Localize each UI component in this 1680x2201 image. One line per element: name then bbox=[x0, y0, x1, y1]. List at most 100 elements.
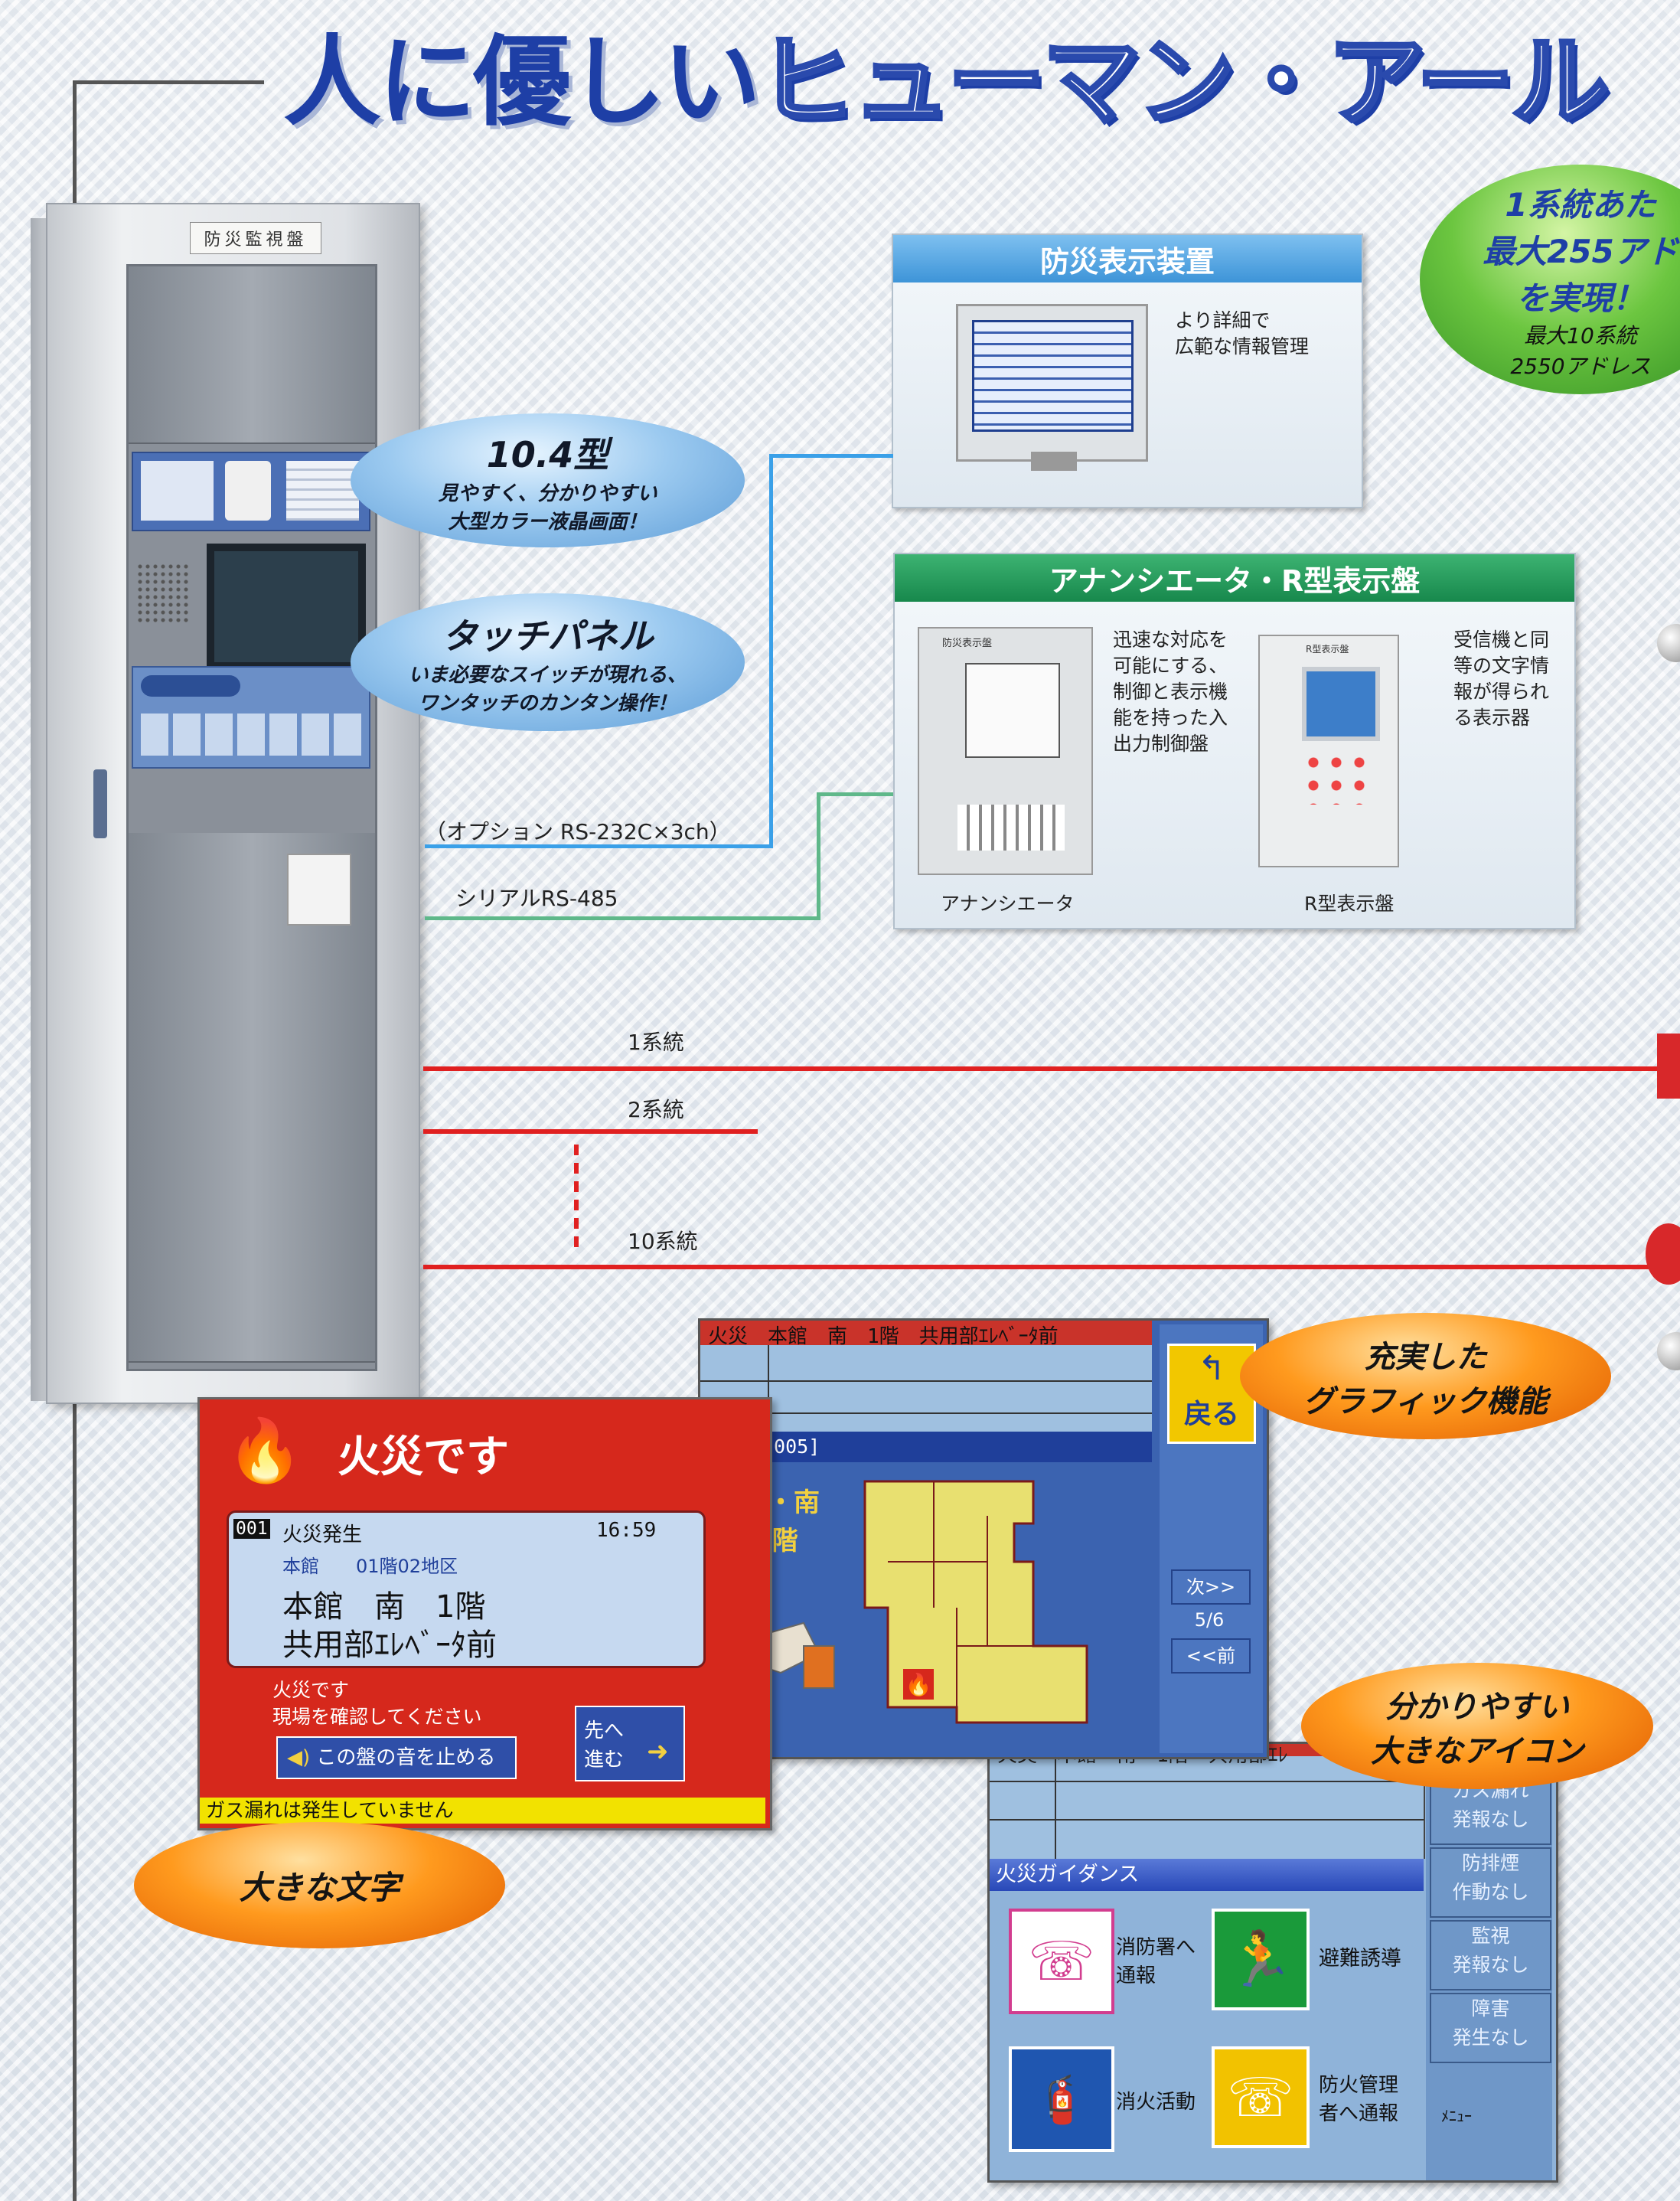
stop-sound-label: この盤の音を止める bbox=[316, 1746, 496, 1769]
status-line: 防排煙 bbox=[1461, 1852, 1519, 1874]
evacuation-icon[interactable]: 🏃 bbox=[1212, 1909, 1310, 2010]
monitor-image bbox=[956, 304, 1148, 471]
r-panel-caption: R型表示盤 bbox=[1304, 893, 1395, 915]
address-callout: 1系統あた 最大255アド を実現！ 最大10系統 2550アドレス bbox=[1420, 165, 1680, 394]
floor-area-main bbox=[863, 1480, 1088, 1724]
text-callout: 大きな文字 bbox=[134, 1822, 505, 1948]
left-desc-line: 可能にする、 bbox=[1113, 655, 1228, 677]
status-monitor[interactable]: 監視発報なし bbox=[1430, 1920, 1551, 1990]
divider bbox=[990, 1819, 1424, 1821]
right-desc-line: る表示器 bbox=[1453, 707, 1531, 729]
cabinet-nameplate: 防災監視盤 bbox=[190, 222, 321, 254]
rs232-line-vertical bbox=[769, 454, 773, 848]
item1-line: 消防署へ bbox=[1116, 1936, 1196, 1959]
system-dotted-connector bbox=[574, 1145, 579, 1248]
icon-line2: 大きなアイコン bbox=[1371, 1733, 1584, 1769]
green-line4: 最大10系統 bbox=[1524, 322, 1637, 348]
function-buttons[interactable] bbox=[141, 714, 363, 756]
cabinet-segment bbox=[129, 948, 375, 1363]
prev-page-button[interactable]: <<前 bbox=[1171, 1638, 1251, 1674]
status-line: 発生なし bbox=[1452, 2026, 1529, 2049]
fire-extinguisher-icon[interactable]: 🧯 bbox=[1009, 2046, 1114, 2152]
left-desc-line: 能を持った入 bbox=[1113, 707, 1228, 729]
left-desc-line: 迅速な対応を bbox=[1113, 629, 1228, 651]
map-side-panel: ↰ 戻る 次>> 5/6 <<前 bbox=[1160, 1324, 1263, 1753]
annunciator-head: アナンシエータ・R型表示盤 bbox=[895, 554, 1574, 602]
proceed-button[interactable]: 先へ 進む ➜ bbox=[575, 1706, 685, 1781]
divider bbox=[700, 1380, 1152, 1382]
green-line2: 最大255アド bbox=[1483, 232, 1678, 270]
divider bbox=[768, 1345, 769, 1432]
rs232-line bbox=[425, 844, 769, 848]
annunciator-map bbox=[965, 663, 1060, 758]
menu-button[interactable]: ﾒﾆｭｰ bbox=[1441, 2107, 1472, 2125]
touch-callout-head: タッチパネル bbox=[442, 616, 654, 657]
annunciator-panel-label: 防災表示盤 bbox=[942, 638, 993, 649]
flame-icon: 🔥 bbox=[227, 1415, 303, 1486]
status-line: 発報なし bbox=[1452, 1808, 1529, 1830]
right-desc-line: 報が得られ bbox=[1453, 681, 1550, 703]
lcd-callout-head: 10.4型 bbox=[486, 433, 609, 475]
touch-callout-line2: ワンタッチのカンタン操作！ bbox=[418, 692, 677, 715]
event-location: 本館 南 1階 bbox=[282, 1589, 486, 1625]
floor-map[interactable]: 🔥 bbox=[727, 1470, 1144, 1745]
left-desc-line: 出力制御盤 bbox=[1113, 733, 1209, 755]
fire-location-marker bbox=[903, 1669, 934, 1700]
event-area: 本館 01階02地区 bbox=[282, 1556, 458, 1577]
status-line: 作動なし bbox=[1452, 1881, 1529, 1903]
map-header-area: 火災 本館 南 1階 共用部ｴﾚﾍﾞｰﾀ前 bbox=[700, 1321, 1152, 1432]
monitor-stand bbox=[1031, 452, 1077, 471]
event-time: 16:59 bbox=[596, 1519, 657, 1542]
door-handle[interactable] bbox=[93, 769, 107, 838]
proceed-line2: 進む bbox=[584, 1749, 625, 1772]
divider bbox=[1055, 1756, 1056, 1859]
rs485-line-to-box bbox=[817, 792, 893, 796]
display-desc1: より詳細で bbox=[1175, 309, 1271, 331]
event-type: 火災発生 bbox=[282, 1523, 363, 1546]
annex-highlight bbox=[803, 1645, 835, 1689]
stop-sound-button[interactable]: ◀) この盤の音を止める bbox=[276, 1736, 517, 1779]
icon-line1: 分かりやすい bbox=[1385, 1689, 1569, 1725]
back-arrow-icon: ↰ bbox=[1197, 1349, 1226, 1388]
graphic-callout: 充実した グラフィック機能 bbox=[1240, 1313, 1611, 1439]
next-page-button[interactable]: 次>> bbox=[1171, 1569, 1251, 1605]
touch-callout: タッチパネル いま必要なスイッチが現れる、 ワンタッチのカンタン操作！ bbox=[351, 593, 745, 731]
annunciator-buttons bbox=[957, 805, 1065, 851]
system-10-line bbox=[423, 1265, 1680, 1269]
cabinet-lcd-screen[interactable] bbox=[207, 544, 366, 670]
page-indicator: 5/6 bbox=[1194, 1609, 1225, 1631]
alarm-lamp bbox=[225, 461, 271, 521]
back-button[interactable]: ↰ 戻る bbox=[1167, 1344, 1256, 1444]
graphic-line1: 充実した bbox=[1364, 1339, 1487, 1375]
status-line: 発報なし bbox=[1452, 1954, 1529, 1976]
annunciator-box: アナンシエータ・R型表示盤 防災表示盤 迅速な対応を 可能にする、 制御と表示機… bbox=[893, 553, 1576, 929]
status-smoke[interactable]: 防排煙作動なし bbox=[1430, 1847, 1551, 1918]
system-1-line bbox=[423, 1066, 1680, 1071]
fire-detail-card: 001 火災発生 16:59 本館 01階02地区 本館 南 1階 共用部ｴﾚﾍ… bbox=[227, 1510, 706, 1668]
speaker-icon: ◀) bbox=[287, 1746, 311, 1769]
divider bbox=[990, 1781, 1424, 1782]
fire-station-call-icon[interactable]: ☏ bbox=[1009, 1909, 1114, 2014]
system-1-terminal bbox=[1657, 1034, 1680, 1099]
fire-manager-call-icon[interactable]: ☏ bbox=[1212, 2046, 1310, 2148]
item1-line: 通報 bbox=[1116, 1964, 1156, 1987]
lcd-callout-line1: 見やすく、分かりやすい bbox=[438, 482, 657, 505]
status-line: 障害 bbox=[1471, 1997, 1510, 2020]
key-switch[interactable] bbox=[141, 675, 240, 697]
event-sublocation: 共用部ｴﾚﾍﾞｰﾀ前 bbox=[282, 1628, 497, 1663]
system-1-label: 1系統 bbox=[628, 1030, 684, 1055]
monitor-screen bbox=[972, 320, 1134, 432]
item4-label: 防火管理 者へ通報 bbox=[1319, 2069, 1398, 2126]
status-fault[interactable]: 障害発生なし bbox=[1430, 1993, 1551, 2063]
right-desc-line: 受信機と同 bbox=[1453, 629, 1550, 651]
rs485-line-vertical bbox=[817, 792, 820, 920]
item4-line: 防火管理 bbox=[1319, 2074, 1399, 2097]
frame-top-line bbox=[73, 80, 264, 84]
guidance-status-column: ガス漏れ発報なし 防排煙作動なし 監視発報なし 障害発生なし ﾒﾆｭｰ bbox=[1426, 1744, 1552, 2180]
title-part2: ヒューマン・アール bbox=[756, 23, 1611, 141]
rs232-line-to-box bbox=[769, 454, 893, 458]
r-panel-image: R型表示盤 bbox=[1258, 635, 1399, 867]
status-lamps bbox=[286, 461, 359, 521]
cabinet-inner-panel bbox=[126, 264, 377, 1371]
guidance-title-bar: 火災ガイダンス bbox=[990, 1859, 1424, 1891]
